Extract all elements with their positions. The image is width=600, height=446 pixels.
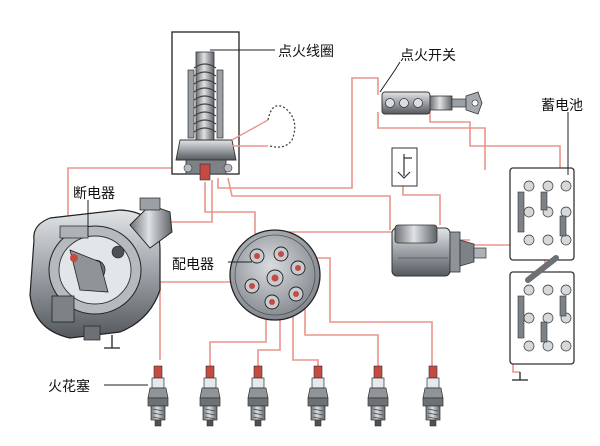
coil-ground-wire bbox=[67, 167, 188, 235]
relay-switch-icon bbox=[391, 147, 418, 187]
label-battery: 蓄电池 bbox=[541, 98, 583, 114]
leader-ignition-switch bbox=[379, 61, 401, 93]
coil-base bbox=[175, 139, 237, 161]
spark-plug-icon bbox=[367, 365, 389, 427]
label-breaker: 断电器 bbox=[73, 186, 115, 202]
solenoid bbox=[394, 224, 438, 244]
dist-lead-6 bbox=[305, 257, 433, 368]
spark-plug-icon bbox=[199, 365, 221, 427]
ignition-coil-icon bbox=[171, 31, 296, 181]
switch-to-battery-wire bbox=[429, 110, 561, 168]
coil-to-distributor-wire bbox=[204, 182, 256, 248]
spark-plug-icon bbox=[422, 365, 444, 427]
spark-plug-icon bbox=[247, 365, 269, 427]
coil-to-starter-wire bbox=[227, 177, 391, 230]
ground-symbol-icon bbox=[512, 372, 528, 381]
switch-to-relay-wire bbox=[377, 112, 486, 170]
ground-symbol-icon bbox=[104, 335, 120, 349]
battery-link-bar bbox=[525, 255, 559, 283]
dist-lead-4 bbox=[292, 302, 319, 368]
distributor-cap-icon bbox=[229, 229, 321, 321]
label-ignition-switch: 点火开关 bbox=[400, 48, 456, 64]
label-spark-plug: 火花塞 bbox=[48, 379, 90, 395]
dist-lead-5 bbox=[304, 290, 379, 368]
dist-lead-3 bbox=[257, 300, 281, 368]
label-distributor: 配电器 bbox=[172, 257, 214, 273]
coil-core bbox=[195, 51, 215, 155]
spark-plug-icon bbox=[147, 365, 169, 427]
breaker-icon bbox=[29, 197, 173, 341]
resistor-coil-icon bbox=[267, 105, 296, 148]
spark-plug-row bbox=[147, 365, 444, 427]
ignition-switch-icon bbox=[381, 91, 483, 115]
label-ignition-coil: 点火线圈 bbox=[278, 44, 334, 60]
coil-hv-terminal bbox=[199, 163, 211, 181]
spark-plug-icon bbox=[307, 365, 329, 427]
starter-motor-icon bbox=[391, 224, 487, 277]
battery-icon bbox=[509, 167, 575, 365]
